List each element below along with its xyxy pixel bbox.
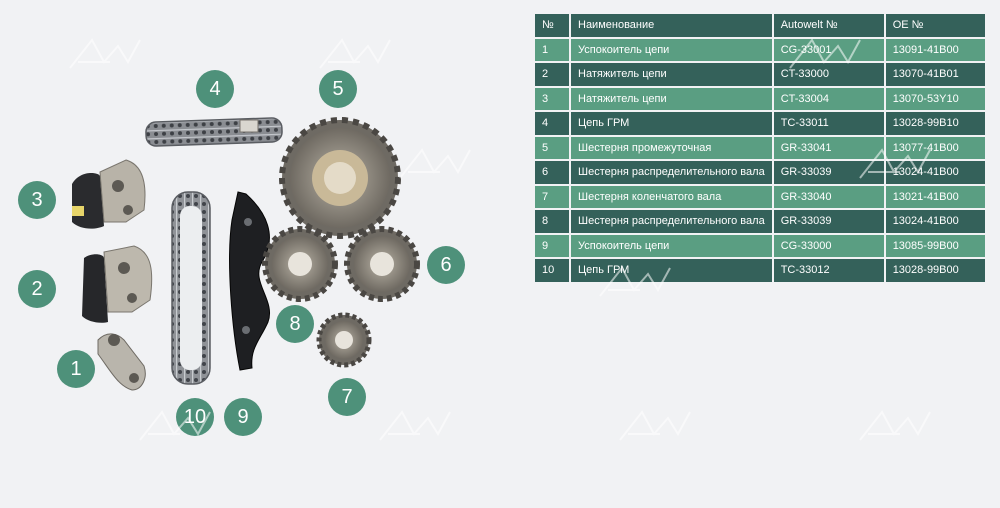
chain-guide-part-9 <box>229 191 271 371</box>
crankshaft-gear-part-7 <box>316 312 372 368</box>
cell-number: 10 <box>535 259 569 282</box>
callout-6: 6 <box>427 246 465 284</box>
cell-oe: 13024-41B00 <box>885 210 985 233</box>
cell-name: Цепь ГРМ <box>571 259 772 282</box>
column-header-number: № <box>535 14 569 37</box>
cell-name: Шестерня коленчатого вала <box>571 185 772 208</box>
camshaft-gear-part-8 <box>262 226 338 302</box>
chain-guide-part-1 <box>97 333 146 391</box>
cell-number: 5 <box>535 136 569 159</box>
timing-chain-part-10 <box>171 191 211 385</box>
cell-number: 1 <box>535 38 569 61</box>
cell-name: Натяжитель цепи <box>571 87 772 110</box>
cell-autowelt: GR-33041 <box>773 136 884 159</box>
cell-name: Успокоитель цепи <box>571 38 772 61</box>
cell-name: Натяжитель цепи <box>571 63 772 86</box>
cell-oe: 13024-41B00 <box>885 161 985 184</box>
cell-oe: 13085-99B00 <box>885 234 985 257</box>
cell-number: 7 <box>535 185 569 208</box>
callout-7: 7 <box>328 378 366 416</box>
timing-chain-part-4 <box>145 117 283 147</box>
cell-name: Успокоитель цепи <box>571 234 772 257</box>
cell-oe: 13021-41B00 <box>885 185 985 208</box>
cell-autowelt: TC-33012 <box>773 259 884 282</box>
callout-5: 5 <box>319 70 357 108</box>
callout-4: 4 <box>196 70 234 108</box>
tensioner-part-2 <box>82 245 153 323</box>
callout-9: 9 <box>224 398 262 436</box>
idler-gear-part-5 <box>279 117 401 239</box>
callout-10: 10 <box>176 398 214 436</box>
callout-2: 2 <box>18 270 56 308</box>
cell-oe: 13070-53Y10 <box>885 87 985 110</box>
cell-number: 8 <box>535 210 569 233</box>
camshaft-gear-part-6 <box>344 226 420 302</box>
column-header-oe: OE № <box>885 14 985 37</box>
cell-name: Шестерня промежуточная <box>571 136 772 159</box>
cell-autowelt: GR-33040 <box>773 185 884 208</box>
tensioner-part-3 <box>72 159 146 229</box>
cell-autowelt: CT-33000 <box>773 63 884 86</box>
cell-oe: 13028-99B00 <box>885 259 985 282</box>
cell-autowelt: GR-33039 <box>773 161 884 184</box>
cell-autowelt: GR-33039 <box>773 210 884 233</box>
cell-autowelt: CG-33000 <box>773 234 884 257</box>
column-header-name: Наименование <box>571 14 772 37</box>
cell-name: Шестерня распределительного вала <box>571 210 772 233</box>
cell-name: Цепь ГРМ <box>571 112 772 135</box>
cell-number: 2 <box>535 63 569 86</box>
cell-oe: 13028-99B10 <box>885 112 985 135</box>
callout-1: 1 <box>57 350 95 388</box>
cell-number: 4 <box>535 112 569 135</box>
cell-autowelt: CG-33001 <box>773 38 884 61</box>
column-header-autowelt: Autowelt № <box>773 14 884 37</box>
autowelt-watermark-icon <box>619 410 691 441</box>
cell-name: Шестерня распределительного вала <box>571 161 772 184</box>
table-header-row: № Наименование Autowelt № OE № <box>535 14 985 37</box>
cell-oe: 13077-41B00 <box>885 136 985 159</box>
cell-number: 3 <box>535 87 569 110</box>
cell-number: 6 <box>535 161 569 184</box>
cell-number: 9 <box>535 234 569 257</box>
cell-autowelt: TC-33011 <box>773 112 884 135</box>
product-photo <box>72 117 420 391</box>
cell-oe: 13070-41B01 <box>885 63 985 86</box>
callout-8: 8 <box>276 305 314 343</box>
autowelt-watermark-icon <box>859 410 931 441</box>
cell-oe: 13091-41B00 <box>885 38 985 61</box>
cell-autowelt: CT-33004 <box>773 87 884 110</box>
callout-3: 3 <box>18 181 56 219</box>
